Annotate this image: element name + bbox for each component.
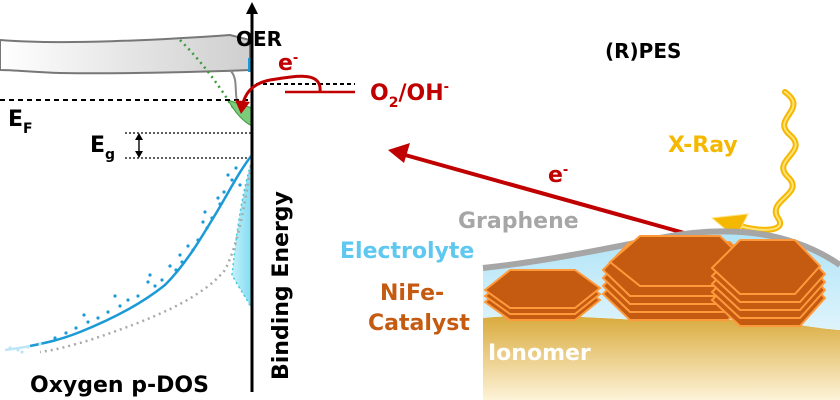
oer-label: OER	[236, 27, 282, 51]
oxygen-pdos-label: Oxygen p-DOS	[30, 373, 209, 398]
o2-oh-label: O2/OH-	[370, 80, 449, 111]
gap-label: Eg	[90, 133, 115, 163]
graphene-layer	[482, 228, 840, 271]
catalyst-label-line1: NiFe-	[380, 281, 444, 306]
ionomer-label: Ionomer	[488, 341, 591, 366]
blue-marker	[248, 58, 251, 72]
oer-transfer: e- O2/OH-	[235, 51, 449, 114]
gray-dos-peak	[0, 33, 251, 75]
pes-schematic: (R)PES X-Ray e-	[340, 39, 840, 400]
catalyst-flakes	[483, 235, 827, 327]
electron-arrow-head	[235, 100, 250, 114]
blue-data-points	[53, 166, 242, 340]
ionomer-layer	[483, 315, 840, 400]
catalyst-label-line2: Catalyst	[368, 311, 470, 336]
electron-label-pes: e-	[548, 163, 568, 188]
electron-transfer-arrow	[240, 74, 322, 107]
binding-energy-label: Binding Energy	[269, 191, 294, 380]
gap-arrow-heads	[135, 133, 143, 158]
electron-label-oer: e-	[278, 51, 298, 76]
faded-data-points	[8, 342, 42, 354]
xray-wave-inner	[739, 91, 797, 231]
blue-dos-curve	[29, 154, 253, 348]
gray-dotted-curve	[39, 159, 254, 354]
cyan-dos-fill	[231, 159, 253, 311]
xray-wave	[737, 89, 799, 233]
axis-arrow-head	[246, 2, 258, 14]
graphene-label: Graphene	[458, 209, 579, 234]
electrolyte-label: Electrolyte	[340, 239, 474, 264]
photoelectron-arrow-head	[388, 143, 410, 163]
xray-label: X-Ray	[668, 133, 738, 158]
rpes-label: (R)PES	[605, 39, 681, 63]
dos-panel: OER EF Eg Binding Energy Oxygen p-DOS	[0, 2, 294, 398]
photoelectron-arrow	[397, 151, 696, 238]
fermi-label: EF	[8, 107, 33, 137]
